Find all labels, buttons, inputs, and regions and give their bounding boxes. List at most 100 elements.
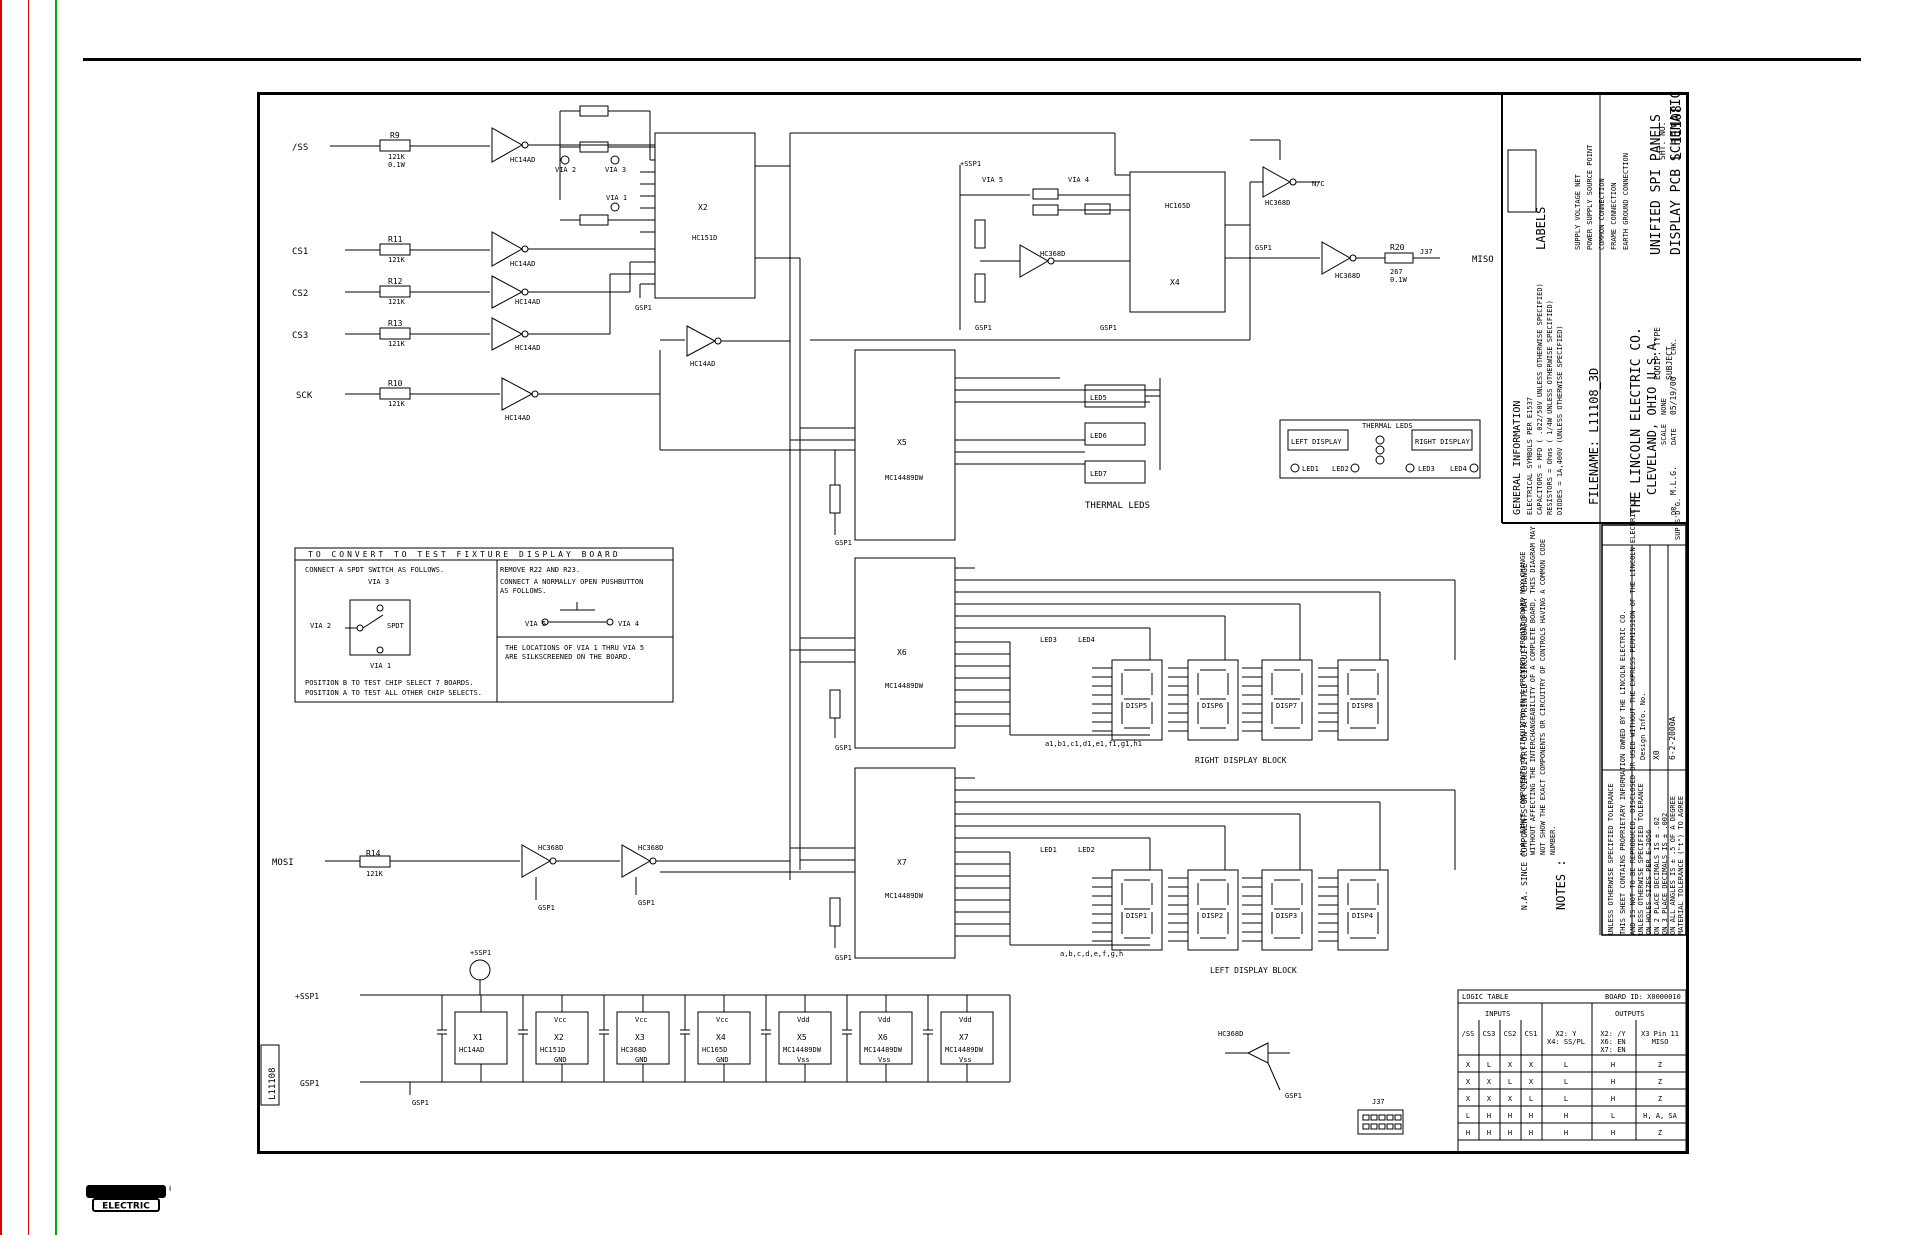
r13-name: R13: [388, 319, 403, 328]
x3-part-b: HC368D: [1335, 272, 1360, 280]
x7-section: [660, 767, 1456, 959]
tol-1: UNLESS OTHERWISE SPECIFIED TOLERANCE: [1637, 783, 1645, 935]
x1-part-f: HC14AD: [690, 360, 715, 368]
gsp1-rail-label: GSP1: [300, 1079, 319, 1088]
logic-table-cell: H: [1487, 1129, 1491, 1137]
x5-section: [790, 349, 1161, 541]
equip-type: UNIFIED SPI PANELS: [1649, 114, 1664, 255]
miso-label: MISO: [1472, 255, 1494, 265]
general-info-line-1: ELECTRICAL SYMBOLS PER E1537: [1526, 397, 1534, 515]
logic-table-cell: H: [1508, 1112, 1512, 1120]
x2-part: HC151D: [692, 234, 717, 242]
decoupling-chip-part: MC14489DW: [783, 1046, 822, 1054]
display-panel-labels: LEFT DISPLAY RIGHT DISPLAY THERMAL LEDS …: [1291, 422, 1471, 473]
nc-label: N/C: [1312, 180, 1325, 188]
r11-value: 121K: [388, 256, 406, 264]
decoupling-chip-gnd: Vss: [959, 1056, 972, 1064]
logic-table-cell: L: [1564, 1095, 1568, 1103]
logic-table-cell: H: [1611, 1061, 1615, 1069]
decoupling-chip-power: Vdd: [797, 1016, 810, 1024]
x3-part-c: HC368D: [1040, 250, 1065, 258]
tol-6: MATERIAL TOLERANCE ("t") TO AGREE: [1677, 796, 1685, 935]
decoupling-chip-gnd: GND: [554, 1056, 567, 1064]
x3-part-a: HC368D: [1265, 199, 1290, 207]
subject: DISPLAY PCB SCHEMATIC: [1669, 91, 1684, 255]
revision-date: 6-2-2000A: [1668, 716, 1677, 760]
test-box-loc2: ARE SILKSCREENED ON THE BOARD.: [505, 653, 631, 661]
decoupling-chip-power: Vdd: [959, 1016, 972, 1024]
x7-name: X7: [897, 858, 907, 867]
date-label: DATE: [1670, 428, 1678, 445]
x6-part: MC14489DW: [885, 682, 924, 690]
tolerance-block: UNLESS OTHERWISE SPECIFIED TOLERANCE ON …: [1637, 783, 1685, 935]
svg-text:LINCOLN: LINCOLN: [99, 1186, 153, 1199]
test-box-via5: VIA 5: [525, 620, 546, 628]
test-box-via4: VIA 4: [618, 620, 639, 628]
x3-part-d: HC368D: [538, 844, 563, 852]
revision-engr: Design Info. No.: [1639, 693, 1647, 760]
date-value: 05/19/00: [1669, 376, 1678, 415]
label-item-1: SUPPLY VOLTAGE NET: [1574, 173, 1582, 250]
margin-green-line: [55, 0, 57, 1235]
logic-table-cell: H: [1529, 1129, 1533, 1137]
revision-strip: THIS SHEET CONTAINS PROPRIETARY INFORMAT…: [1601, 492, 1687, 936]
svg-text:®: ®: [168, 1185, 171, 1193]
x5-name: X5: [897, 438, 907, 447]
logic-table-cell: X: [1487, 1095, 1492, 1103]
seven-segment-display: [1168, 869, 1239, 951]
input-ss-label: /SS: [292, 143, 308, 153]
test-box-via1: VIA 1: [370, 662, 391, 670]
logic-table-cell: H: [1508, 1129, 1512, 1137]
logic-table-cell: H: [1611, 1095, 1615, 1103]
led7-label: LED7: [1090, 470, 1107, 478]
display-label: DISP6: [1202, 702, 1223, 710]
tolerance-line-1: UNLESS OTHERWISE SPECIFIED TOLERANCE: [1607, 783, 1615, 935]
j37-miso: J37: [1420, 248, 1433, 256]
left-block-label: LEFT DISPLAY BLOCK: [1210, 966, 1297, 975]
logic-table-cell: X: [1508, 1061, 1513, 1069]
x6-labels: X6 MC14489DW LED3 LED4 a1,b1,c1,d1,e1,f1…: [835, 636, 1287, 765]
logic-table-cell: L: [1564, 1078, 1568, 1086]
spare-inverter-labels: HC368D GSP1: [1218, 1030, 1302, 1100]
via3-label: VIA 3: [605, 166, 626, 174]
ssp1-x4: +SSP1: [960, 160, 981, 168]
thermal-leds-label: THERMAL LEDS: [1085, 501, 1150, 511]
x2-name: X2: [698, 203, 708, 212]
r12-value: 121K: [388, 298, 406, 306]
logic-table-header: X4: SS/PL: [1547, 1038, 1585, 1046]
r13-value: 121K: [388, 340, 406, 348]
r11-name: R11: [388, 235, 403, 244]
logic-table-header: X3 Pin 11: [1641, 1030, 1679, 1038]
test-box-remove: REMOVE R22 AND R23.: [500, 566, 580, 574]
via4-label: VIA 4: [1068, 176, 1089, 184]
general-info-heading: GENERAL INFORMATION: [1512, 401, 1523, 515]
chk-label: CHK.: [1670, 338, 1678, 355]
decoupling-chip-gnd: GND: [635, 1056, 648, 1064]
decoupling-chip: [680, 995, 751, 1082]
j37-connector: [1357, 1109, 1404, 1135]
x1-part-c: HC14AD: [515, 298, 540, 306]
logic-table-cell: X: [1529, 1061, 1534, 1069]
header-rule: [83, 58, 1861, 61]
decoupling-chip: [761, 995, 832, 1082]
x4-name: X4: [1170, 278, 1180, 287]
notes-line-c: NOT SHOW THE EXACT COMPONENTS OR CIRCUIT…: [1539, 539, 1547, 855]
panel-led4: LED4: [1450, 465, 1467, 473]
x4-section: [810, 139, 1440, 341]
decoupling-chip-name: X6: [878, 1033, 888, 1042]
logic-table-outputs: OUTPUTS: [1615, 1010, 1645, 1018]
via2-label: VIA 2: [555, 166, 576, 174]
input-mosi-label: MOSI: [272, 858, 294, 868]
display-label: DISP1: [1126, 912, 1147, 920]
company-city: CLEVELAND, OHIO U.S.A.: [1645, 336, 1659, 495]
notes-line-b: WITHOUT AFFECTING THE INTERCHANGEABILITY…: [1529, 525, 1537, 855]
label-item-2: POWER SUPPLY SOURCE POINT: [1586, 144, 1594, 250]
logic-table-header: X2: Y: [1555, 1030, 1577, 1038]
panel-led2: LED2: [1332, 465, 1349, 473]
logic-table-cell: X: [1508, 1095, 1513, 1103]
decoupling-chip-gnd: GND: [716, 1056, 729, 1064]
logic-table-cell: H: [1529, 1112, 1533, 1120]
